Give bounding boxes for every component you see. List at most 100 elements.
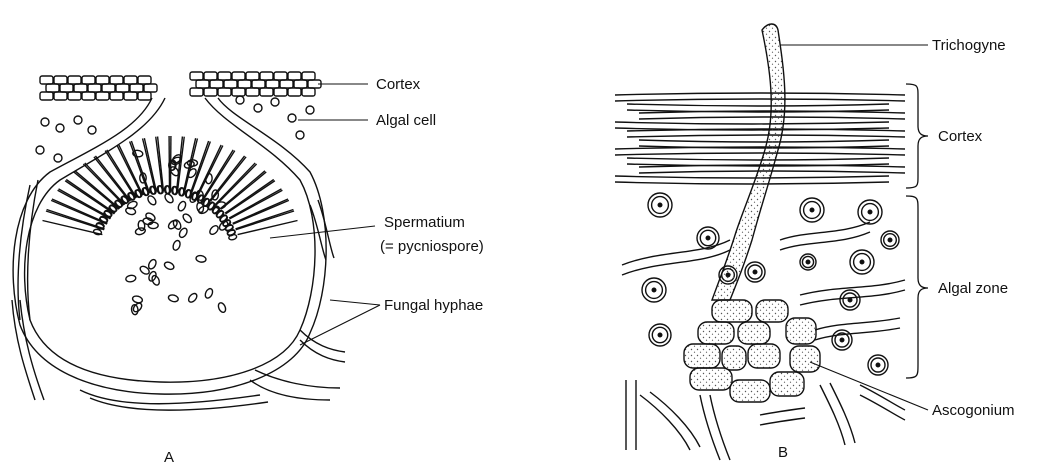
algal-cell (88, 126, 96, 134)
cortex-cell (96, 92, 109, 100)
spermatium (147, 258, 157, 270)
algal-cell (306, 106, 314, 114)
spermatium (177, 200, 187, 212)
cortex-cell (302, 88, 315, 96)
spermatium (168, 294, 179, 303)
algal-cell-nucleus (848, 298, 852, 302)
algal-cell-nucleus (810, 208, 814, 212)
spermatium (217, 302, 227, 314)
trichogyne (712, 24, 785, 300)
ascogonium-cell (684, 344, 720, 368)
cortex-hypha (639, 140, 889, 142)
cortex-cell (274, 88, 287, 96)
cortex-cell (82, 92, 95, 100)
cortex-cell (196, 80, 209, 88)
algal-cell-nucleus (658, 333, 662, 337)
cortex-cell (138, 92, 151, 100)
cortex-cell (218, 72, 231, 80)
cortex-cell (238, 80, 251, 88)
algal-cell (74, 116, 82, 124)
algal-cell-nucleus (840, 338, 844, 342)
cortex-cell (82, 76, 95, 84)
cortex-hypha (615, 182, 889, 184)
spermatium (172, 240, 182, 252)
cortex-cell (130, 84, 143, 92)
cortex-cell (60, 84, 73, 92)
spermatium (163, 261, 175, 271)
spermatium (151, 274, 161, 286)
label-algal-zone: Algal zone (938, 280, 1008, 297)
spermatia (125, 150, 229, 315)
ascogonium-cell (730, 380, 770, 402)
cortex-cell (210, 80, 223, 88)
algal-cell-nucleus (753, 270, 757, 274)
cortex-cell (204, 72, 217, 80)
algal-cell (288, 114, 296, 122)
algal-cell (56, 124, 64, 132)
cortex-cell (110, 92, 123, 100)
algal-cell-nucleus (652, 288, 656, 292)
label-pycniospore: (= pycniospore) (380, 238, 484, 255)
ascogonium-cell (790, 346, 820, 372)
cortex-cell (274, 72, 287, 80)
spermatium (146, 194, 157, 206)
cortex-cell (260, 72, 273, 80)
panel-a-cortex-cells (40, 72, 321, 100)
ascogonium-cell (722, 346, 746, 370)
ascogonium-cell (756, 300, 788, 322)
ascogonium-cell (738, 322, 770, 344)
cortex-cell (224, 80, 237, 88)
cortex-cell (204, 88, 217, 96)
spermatium (145, 211, 157, 222)
panel-b-caption: B (778, 444, 788, 461)
cortex-cell (138, 76, 151, 84)
cortex-cell (232, 72, 245, 80)
ascogonium-cell (748, 344, 780, 368)
cortex-cell (54, 76, 67, 84)
cortex-cell (40, 76, 53, 84)
panel-a-leader-lines (270, 84, 380, 345)
label-spermatium: Spermatium (384, 214, 465, 231)
algal-cell (54, 154, 62, 162)
spermatium (135, 227, 146, 236)
cortex-cell (246, 88, 259, 96)
cortex-cell (218, 88, 231, 96)
cortex-hypha (615, 153, 905, 155)
cortex-hypha (615, 122, 889, 124)
cortex-cell (260, 88, 273, 96)
cortex-cell (116, 84, 129, 92)
sterigma (238, 220, 298, 234)
cortex-cell (124, 92, 137, 100)
cortex-hypha (615, 99, 905, 101)
cortex-hypha (627, 104, 889, 106)
cortex-cell (280, 80, 293, 88)
cortex-cell (88, 84, 101, 92)
algal-cell (254, 104, 262, 112)
spermatium (125, 275, 136, 283)
cortex-cell (102, 84, 115, 92)
cortex-cell (68, 92, 81, 100)
ascogonium-cell (712, 300, 752, 322)
ascogonium-cell (698, 322, 734, 344)
cortex-cell (54, 92, 67, 100)
cortex-cell (288, 72, 301, 80)
panel-a-caption: A (164, 449, 174, 466)
algal-cell-nucleus (658, 203, 662, 207)
algal-cell-nucleus (706, 236, 710, 240)
cortex-cell (96, 76, 109, 84)
algal-cell-nucleus (860, 260, 864, 264)
label-fungal-hyphae-a: Fungal hyphae (384, 297, 483, 314)
cortex-cell (288, 88, 301, 96)
cortex-cell (302, 72, 315, 80)
cortex-cell (74, 84, 87, 92)
label-trichogyne: Trichogyne (932, 37, 1006, 54)
label-cortex-b: Cortex (938, 128, 983, 145)
panel-b-ascogonium (615, 24, 928, 460)
algal-cell (236, 96, 244, 104)
cortex-hypha (627, 158, 889, 160)
cortex-cell (190, 88, 203, 96)
cortex-cell (144, 84, 157, 92)
cortex-cell (68, 76, 81, 84)
algal-cell (36, 146, 44, 154)
